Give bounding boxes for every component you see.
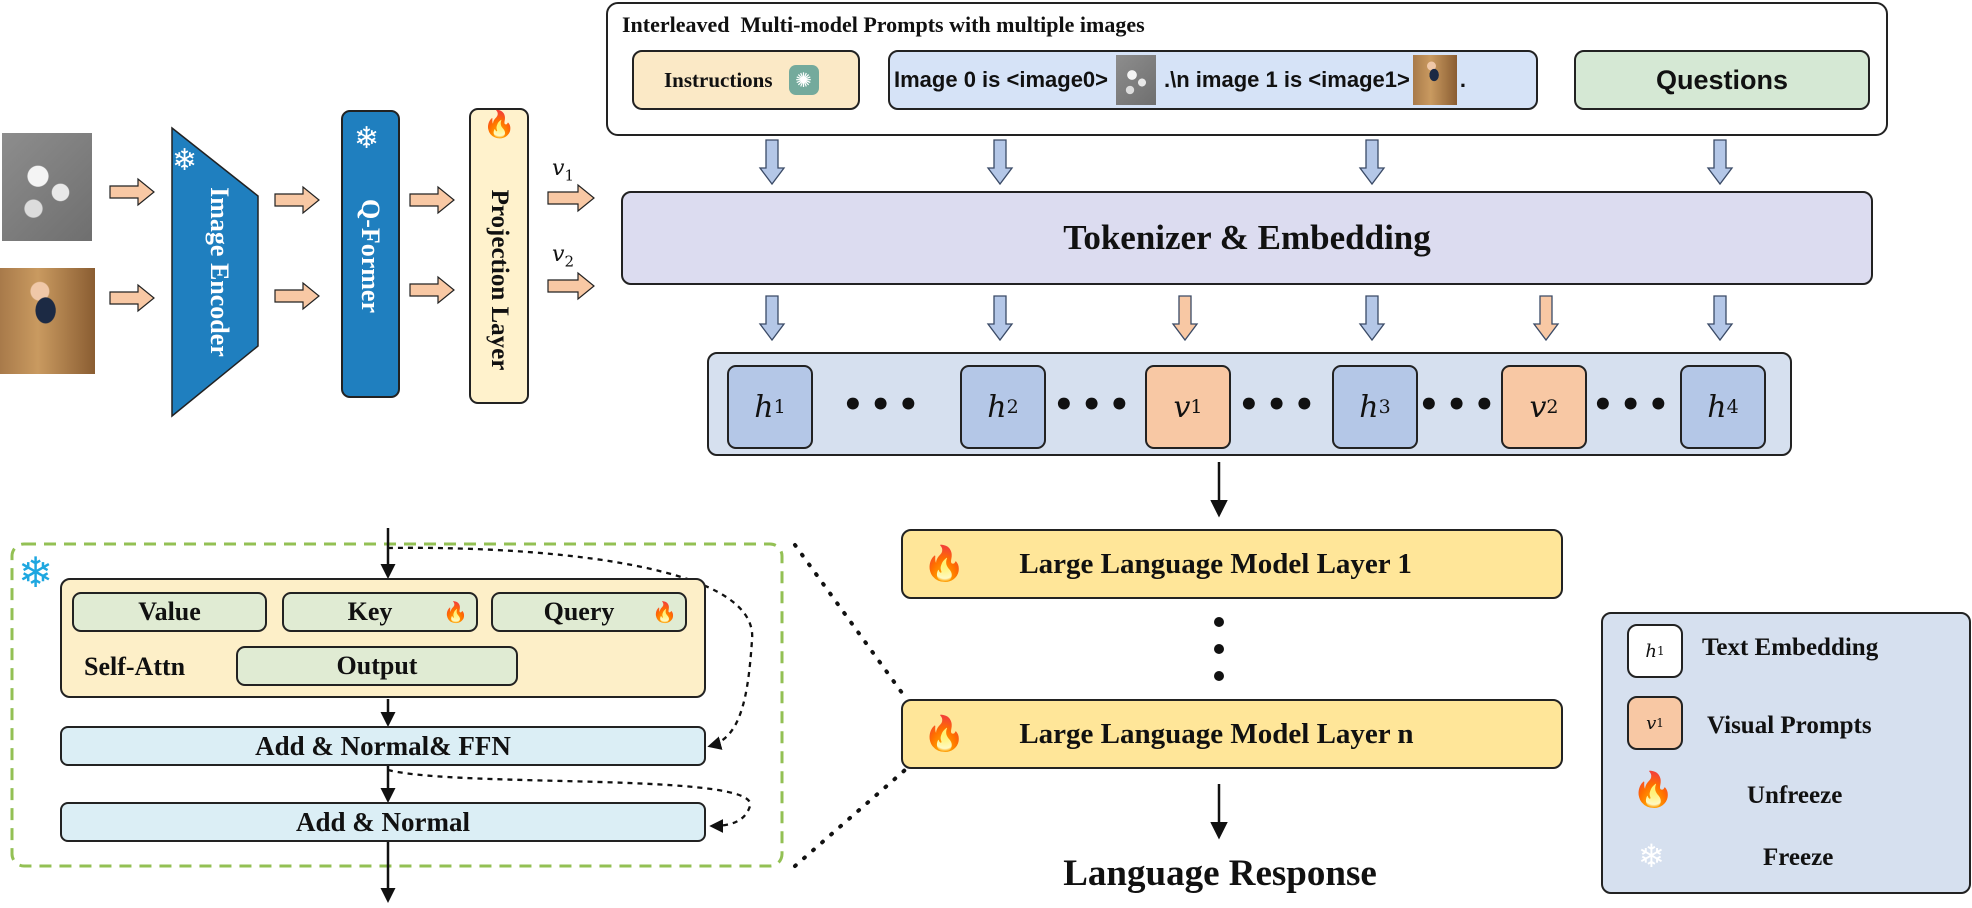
add-norm-ffn-label: Add & Normal& FFN — [255, 730, 511, 761]
token-ellipsis: ••• — [1238, 385, 1322, 425]
tokenizer-embedding-box: Tokenizer & Embedding — [621, 191, 1873, 285]
output-box: Output — [236, 646, 518, 686]
add-norm-label: Add & Normal — [296, 806, 470, 837]
v2-label: v2 — [552, 242, 574, 271]
snowflake-icon: ❄ — [1638, 837, 1665, 875]
token-row — [707, 352, 1792, 456]
arrow-v1-out — [547, 183, 595, 213]
prompt-panel-title: Interleaved Multi-model Prompts with mul… — [622, 12, 1145, 37]
arrow-qformer-proj-1 — [409, 185, 455, 215]
orange-arrows — [109, 177, 595, 313]
legend-freeze-label: Freeze — [1763, 844, 1834, 871]
arrow-encoder-qformer-2 — [274, 281, 320, 311]
fire-icon: 🔥 — [923, 544, 966, 584]
llm-layer-1-label: Large Language Model Layer 1 — [1019, 547, 1412, 580]
snowflake-icon: ❄ — [172, 143, 198, 178]
add-norm-ffn-box: Add & Normal& FFN — [60, 726, 706, 766]
instructions-label: Instructions — [664, 67, 773, 92]
tokenizer-embedding-label: Tokenizer & Embedding — [1063, 218, 1431, 257]
self-attn-label: Self-Attn — [84, 652, 186, 681]
projection-layer-label: Projection Layer — [486, 189, 513, 371]
key-label: Key — [347, 597, 393, 626]
thumb-image0 — [1116, 55, 1157, 105]
questions-label: Questions — [1655, 64, 1789, 95]
query-box: Query 🔥 — [491, 592, 687, 632]
input-image-shattered-glass — [2, 133, 92, 241]
key-box: Key 🔥 — [282, 592, 478, 632]
output-label: Output — [336, 651, 418, 680]
fire-icon: 🔥 — [923, 714, 966, 754]
language-response-label: Language Response — [1063, 852, 1377, 894]
token-ellipsis: ••• — [1418, 385, 1502, 425]
thumb-image1 — [1412, 55, 1457, 105]
arrow-img2-encoder — [109, 283, 155, 313]
value-box: Value — [72, 592, 267, 632]
questions-box: Questions — [1574, 50, 1870, 110]
llm-layer-1: 🔥 Large Language Model Layer 1 — [901, 529, 1563, 599]
down-arrows-mid — [758, 295, 1734, 342]
legend-visual-prompts-label: Visual Prompts — [1707, 712, 1872, 739]
legend-unfreeze-label: Unfreeze — [1747, 782, 1843, 809]
chatgpt-icon: ✺ — [788, 65, 819, 95]
fire-icon: 🔥 — [443, 600, 468, 624]
projection-layer-block — [469, 108, 529, 404]
add-norm-box: Add & Normal — [60, 802, 706, 842]
fire-icon: 🔥 — [483, 110, 516, 140]
image-prompt-box: Image 0 is <image0> .\n image 1 is <imag… — [888, 50, 1538, 110]
value-label: Value — [138, 597, 201, 626]
input-image-child — [0, 268, 95, 374]
image-prompt-text-b: .\n image 1 is <image1> — [1164, 67, 1410, 92]
token-ellipsis: ••• — [842, 385, 926, 425]
fire-icon: 🔥 — [652, 600, 677, 624]
blue-down-arrows-top — [758, 139, 1734, 186]
snowflake-icon: ❄ — [354, 121, 380, 156]
arrow-qformer-proj-2 — [409, 275, 455, 305]
arrow-encoder-qformer-1 — [274, 185, 320, 215]
qformer-block — [341, 110, 400, 398]
llm-layer-n: 🔥 Large Language Model Layer n — [901, 699, 1563, 769]
arrow-img1-encoder — [109, 177, 155, 207]
v1-label: v1 — [552, 156, 574, 185]
fire-icon: 🔥 — [1632, 770, 1675, 810]
arrow-v2-out — [547, 271, 595, 301]
qformer-label: Q-Former — [356, 198, 385, 314]
image-prompt-text-a: Image 0 is <image0> — [894, 67, 1109, 92]
image-prompt-end: . — [1459, 67, 1466, 92]
legend-text-embedding-label: Text Embedding — [1702, 634, 1879, 661]
query-label: Query — [543, 597, 615, 626]
token-ellipsis: ••• — [1053, 385, 1137, 425]
llm-layer-n-label: Large Language Model Layer n — [1019, 717, 1414, 750]
token-ellipsis: ••• — [1592, 385, 1676, 425]
image-encoder-label: Image Encoder — [205, 187, 234, 357]
snowflake-icon: ❄ — [18, 548, 54, 597]
instructions-box: Instructions ✺ — [632, 50, 860, 110]
image-encoder-shape — [171, 126, 259, 418]
